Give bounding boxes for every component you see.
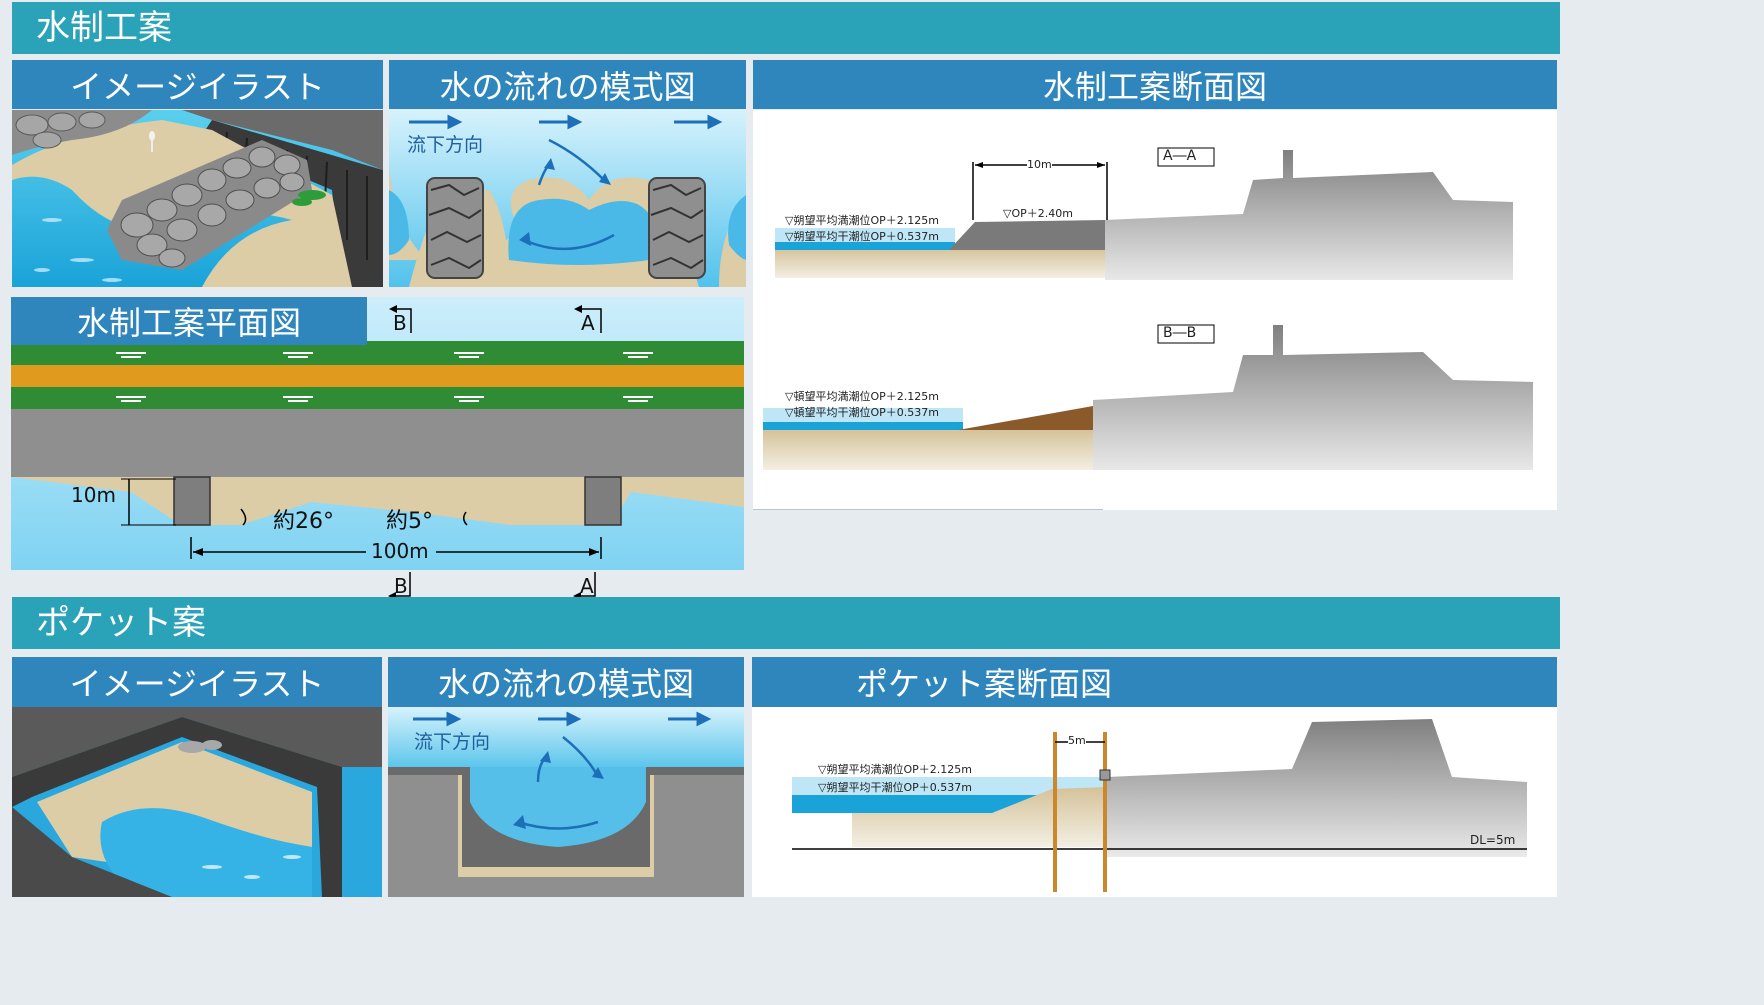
groin-flow-diagram: 流下方向 — [389, 110, 746, 287]
section-title-groin: 水制工案 — [36, 8, 172, 48]
bb-high-tide: ▽頓望平均満潮位OP＋2.125m — [785, 390, 939, 403]
plan-angle-2: 約5° — [386, 509, 433, 534]
panel-header-groin-flow: 水の流れの模式図 — [389, 60, 746, 109]
panel-header-groin-cross: 水制工案断面図 — [753, 60, 1557, 109]
groin-plan-view: 水制工案平面図 B A 10m 約26° 約5° 100m — [11, 297, 744, 570]
plan-height-label: 10m — [71, 483, 116, 507]
plan-mark-a-bottom: A — [580, 574, 594, 598]
panel-header-groin-plan: 水制工案平面図 — [11, 297, 367, 345]
panel-title: イメージイラスト — [69, 665, 325, 703]
panel-title: 水制工案平面図 — [76, 304, 301, 342]
section-title-pocket: ポケット案 — [36, 603, 206, 643]
panel-title: 水の流れの模式図 — [439, 67, 696, 106]
pocket-dl-label: DL=5m — [1470, 833, 1516, 847]
bb-label: B―B — [1163, 325, 1197, 341]
groin-illustration-image — [12, 110, 383, 287]
aa-width-label: 10m — [1027, 158, 1052, 171]
pocket-illustration-image — [12, 707, 382, 897]
pocket-cross-section-panel: 5m ▽朔望平均満潮位OP＋2.125m ▽朔望平均干潮位OP＋0.537m D… — [752, 707, 1557, 897]
pocket-low-tide: ▽朔望平均干潮位OP＋0.537m — [818, 781, 972, 794]
pocket-width-label: 5m — [1068, 734, 1086, 747]
plan-mark-a-top: A — [581, 311, 595, 335]
aa-low-tide: ▽朔望平均干潮位OP＋0.537m — [785, 230, 939, 243]
aa-label: A―A — [1163, 148, 1197, 164]
panel-title: 水制工案断面図 — [1042, 67, 1267, 106]
panel-title: イメージイラスト — [70, 67, 325, 106]
panel-header-pocket-flow: 水の流れの模式図 — [388, 657, 744, 707]
flow-direction-label: 流下方向 — [414, 731, 491, 753]
panel-title: 水の流れの模式図 — [437, 665, 694, 703]
panel-header-pocket-illustration: イメージイラスト — [12, 657, 382, 707]
panel-header-pocket-cross: ポケット案断面図 — [752, 657, 1557, 707]
panel-title: ポケット案断面図 — [856, 665, 1113, 703]
section-bar-pocket: ポケット案 — [12, 597, 1560, 649]
pocket-flow-diagram: 流下方向 — [388, 707, 744, 897]
pocket-high-tide: ▽朔望平均満潮位OP＋2.125m — [818, 763, 972, 776]
plan-angle-1: 約26° — [273, 509, 334, 534]
section-bar-groin: 水制工案 — [12, 2, 1560, 54]
panel-header-groin-illustration: イメージイラスト — [12, 60, 383, 109]
plan-span-label: 100m — [371, 539, 429, 563]
aa-high-tide: ▽朔望平均満潮位OP＋2.125m — [785, 214, 939, 227]
flow-direction-label: 流下方向 — [407, 134, 484, 156]
plan-mark-b-top: B — [393, 311, 407, 335]
groin-cross-section-panel: A―A 10m ▽OP＋2.40m ▽朔望平均満潮位OP＋2.125m ▽朔望平… — [753, 110, 1557, 510]
bb-low-tide: ▽頓望平均干潮位OP＋0.537m — [785, 406, 939, 419]
plan-mark-b-bottom: B — [394, 574, 408, 598]
aa-op-label: ▽OP＋2.40m — [1003, 207, 1073, 220]
